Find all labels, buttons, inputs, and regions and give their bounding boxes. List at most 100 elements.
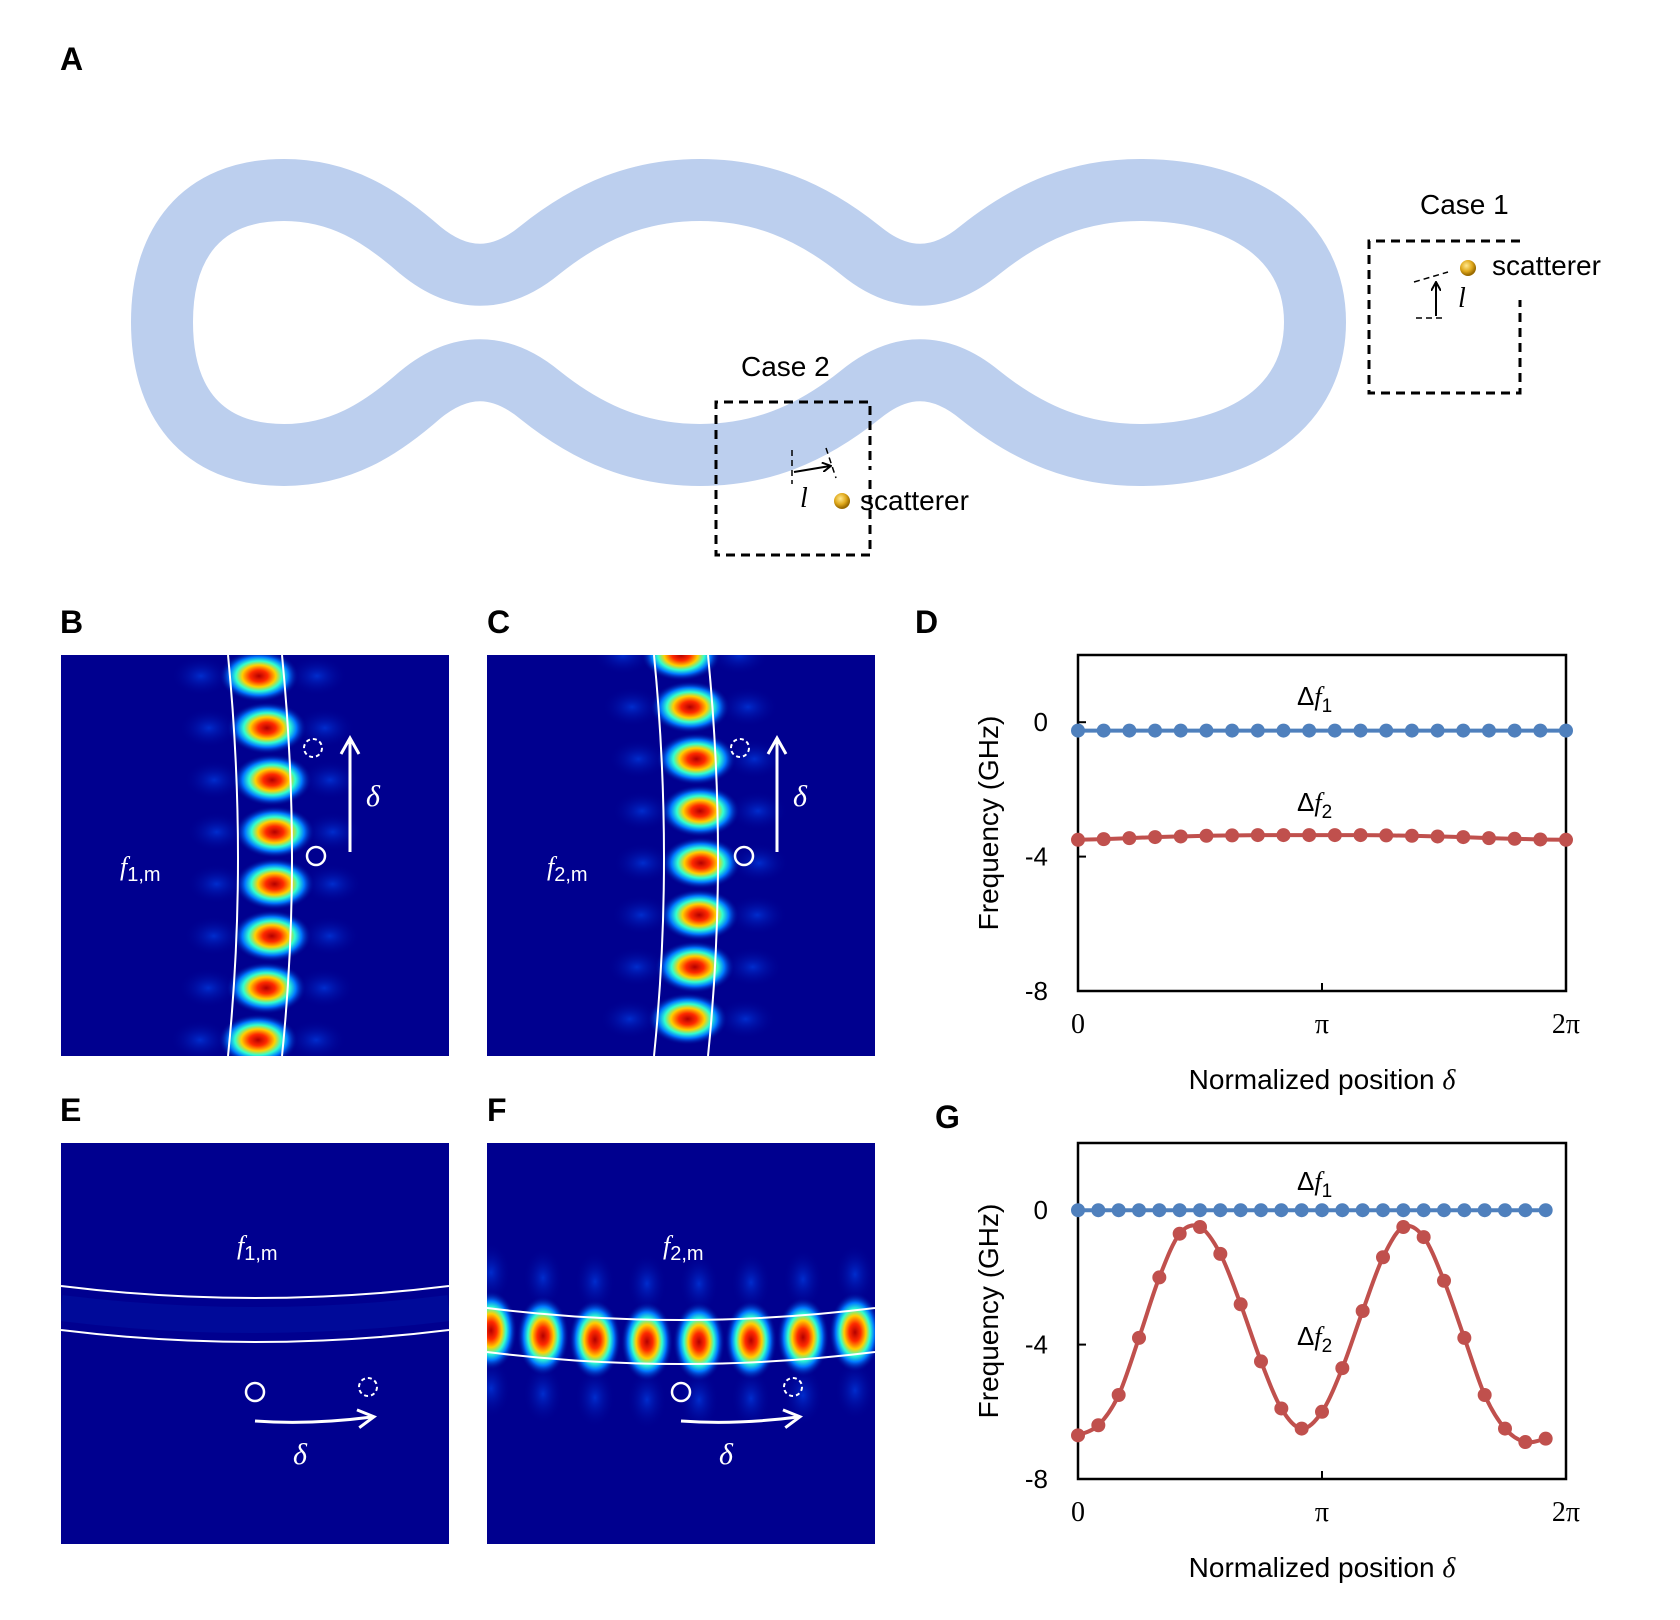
data-point xyxy=(1335,1203,1350,1218)
b-side-lobe xyxy=(286,1020,347,1056)
data-point xyxy=(1172,1203,1187,1218)
y-tick-label: -8 xyxy=(1025,1464,1048,1494)
data-point xyxy=(1353,723,1368,738)
b-side-lobe xyxy=(183,916,244,956)
data-point xyxy=(1193,1220,1207,1234)
y-tick-label: -4 xyxy=(1025,842,1048,872)
f-side-lobe xyxy=(731,1368,771,1429)
case-1-label: Case 1 xyxy=(1420,189,1509,220)
b-side-lobe xyxy=(186,812,247,852)
data-point xyxy=(1132,1203,1146,1218)
b-mode-lobe xyxy=(232,754,313,806)
f-side-lobe xyxy=(487,1242,511,1303)
data-point xyxy=(1254,1354,1268,1369)
scatterer-1-label: scatterer xyxy=(1492,250,1601,281)
x-tick-label: 2π xyxy=(1552,1497,1580,1528)
c-mode-lobe xyxy=(650,681,731,733)
data-point xyxy=(1507,723,1522,738)
f-side-lobe xyxy=(575,1251,615,1312)
scatterer-end-marker-f xyxy=(783,1377,803,1397)
f-side-lobe xyxy=(835,1360,875,1421)
series-label: Δf2 xyxy=(1297,787,1332,823)
f-side-lobe xyxy=(575,1367,615,1428)
data-point xyxy=(1456,723,1471,738)
case-2-label: Case 2 xyxy=(741,351,830,382)
mode-label-f: f2,m xyxy=(663,1231,704,1265)
b-side-lobe xyxy=(178,708,239,748)
data-point xyxy=(1379,723,1394,738)
data-point xyxy=(1152,1270,1167,1285)
scatterer-2-dot xyxy=(834,493,850,509)
c-side-lobe xyxy=(728,791,789,831)
b-side-lobe xyxy=(302,864,363,904)
data-point xyxy=(1250,828,1265,843)
data-point xyxy=(1274,1401,1289,1416)
data-point xyxy=(1507,831,1522,846)
b-side-lobe xyxy=(178,968,239,1008)
data-point xyxy=(1276,828,1291,843)
data-point xyxy=(1233,1297,1248,1312)
c-mode-lobe xyxy=(641,655,721,681)
data-point xyxy=(1213,1246,1228,1261)
b-side-lobe xyxy=(300,760,361,800)
case-2-length-symbol: l xyxy=(800,483,808,514)
series-label: Δf1 xyxy=(1297,1166,1332,1202)
x-tick-label: π xyxy=(1315,1497,1329,1528)
b-mode-lobe xyxy=(234,858,315,910)
data-point xyxy=(1498,1203,1512,1218)
waveguide-edge-e-top xyxy=(61,1285,449,1299)
data-point xyxy=(1294,1421,1309,1436)
data-point xyxy=(1437,1273,1451,1288)
c-side-lobe xyxy=(608,739,669,779)
panel-label-g: G xyxy=(935,1099,960,1135)
data-point xyxy=(1518,1203,1533,1218)
field-lobes-f xyxy=(487,1242,875,1430)
c-mode-lobe xyxy=(647,993,728,1045)
b-side-lobe xyxy=(186,864,247,904)
y-axis-label: Frequency (GHz) xyxy=(973,1204,1004,1419)
data-point xyxy=(1518,1435,1533,1450)
weak-field-band-e xyxy=(61,1295,449,1333)
data-point xyxy=(1481,723,1496,738)
data-point xyxy=(1071,1428,1085,1443)
b-side-lobe xyxy=(170,1020,231,1056)
waveguide-edge-c-right xyxy=(707,655,719,1056)
f-mode-lobe xyxy=(517,1295,569,1376)
data-point xyxy=(1477,1203,1492,1218)
data-point xyxy=(1533,832,1548,847)
c-side-lobe xyxy=(715,999,776,1039)
f-side-lobe xyxy=(783,1249,823,1310)
mode-label-c: f2,m xyxy=(547,852,588,886)
data-point xyxy=(1152,1203,1167,1218)
x-tick-label: 0 xyxy=(1071,1497,1085,1528)
data-point xyxy=(1538,1431,1553,1446)
panel-label-a: A xyxy=(60,41,83,77)
x-axis-label: Normalized position δ xyxy=(1189,1552,1457,1584)
c-mode-lobe xyxy=(659,889,740,941)
data-point xyxy=(1122,831,1137,846)
b-mode-lobe xyxy=(218,655,299,702)
panel-label-f: F xyxy=(487,1092,507,1128)
data-point xyxy=(1396,1220,1411,1234)
data-point xyxy=(1335,1361,1350,1376)
data-point xyxy=(1111,1388,1126,1402)
b-mode-lobe xyxy=(218,1014,299,1056)
delta-arrow-e xyxy=(254,1408,378,1429)
series-label: Δf2 xyxy=(1297,1321,1332,1357)
data-point xyxy=(1172,1226,1187,1241)
data-point xyxy=(1416,1230,1431,1245)
data-point xyxy=(1225,723,1240,738)
data-point xyxy=(1199,828,1214,843)
data-point xyxy=(1355,1203,1370,1218)
data-point xyxy=(1498,1421,1512,1436)
b-side-lobe xyxy=(299,916,360,956)
panel-label-d: D xyxy=(915,604,938,640)
data-point xyxy=(1559,832,1573,847)
data-point xyxy=(1225,828,1240,843)
data-point xyxy=(1254,1203,1268,1218)
f-side-lobe xyxy=(487,1358,511,1419)
field-map-e xyxy=(61,1143,449,1544)
panel-f: F δ f2,m xyxy=(487,1092,875,1544)
data-point xyxy=(1396,1203,1411,1218)
y-tick-label: -4 xyxy=(1025,1330,1048,1360)
